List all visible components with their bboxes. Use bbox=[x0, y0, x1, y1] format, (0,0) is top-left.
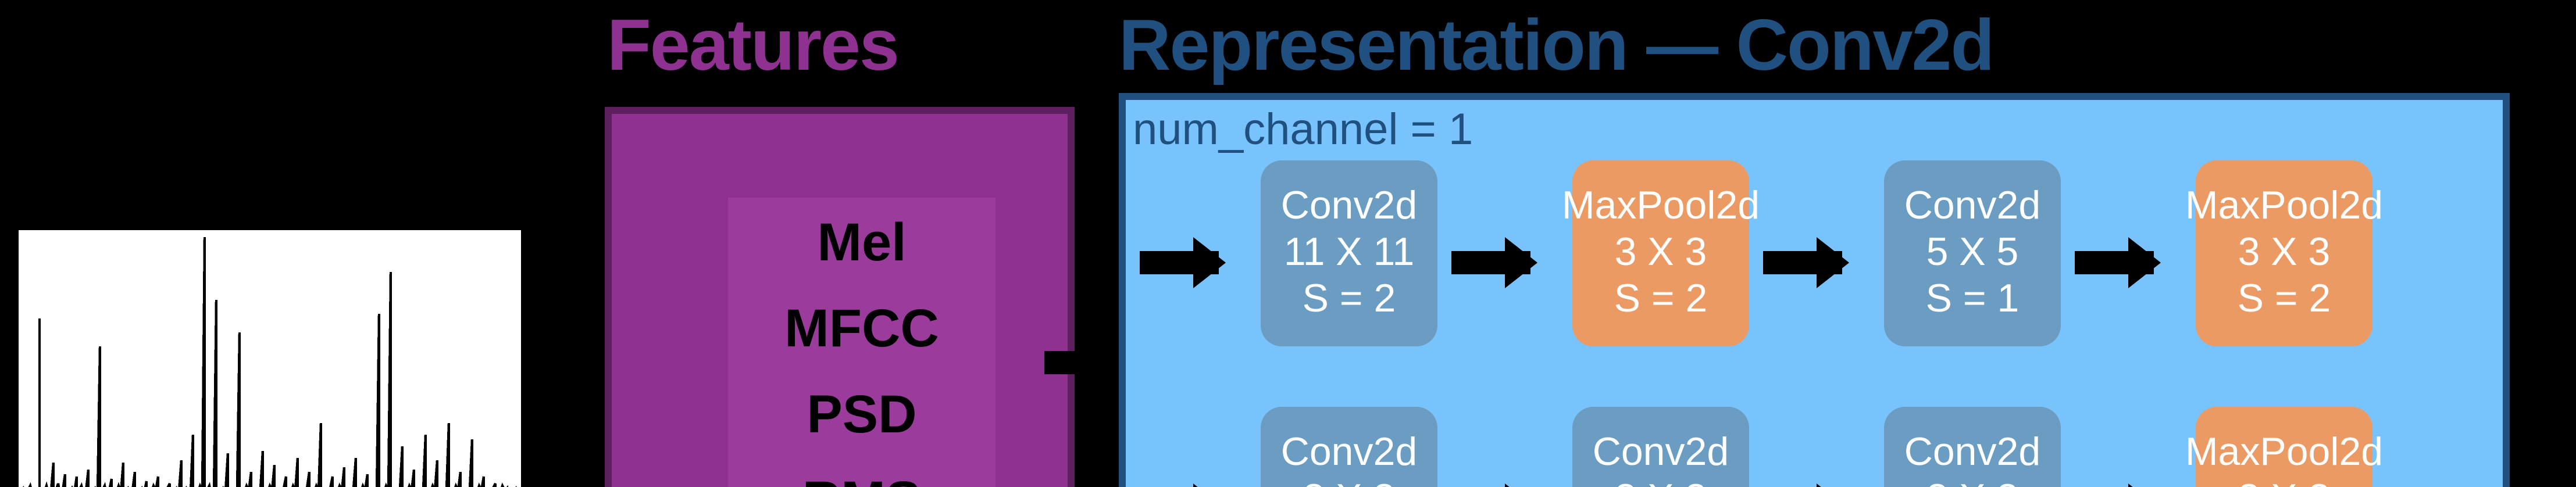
waveform-plot bbox=[22, 237, 518, 487]
feature-item-mel: Mel bbox=[817, 212, 907, 272]
node-row2-maxpool2d[interactable]: MaxPool2d 3 X 3 S = 2 bbox=[2185, 407, 2383, 487]
node-row2-conv2d-2[interactable]: Conv2d 3 X 3 S = 1 bbox=[1572, 407, 1749, 487]
arrow-row1-2 bbox=[1763, 251, 1842, 274]
arrow-row1-1 bbox=[1451, 251, 1530, 274]
feature-item-rms: RMS bbox=[728, 473, 996, 487]
features-title: Features bbox=[607, 5, 900, 86]
representation-title: Representation — Conv2d bbox=[1119, 5, 1995, 86]
node-row1-conv2d-5x5[interactable]: Conv2d 5 X 5 S = 1 bbox=[1884, 160, 2061, 346]
node-row1-maxpool2d-1[interactable]: MaxPool2d 3 X 3 S = 2 bbox=[1562, 160, 1760, 346]
arrow-row1-in bbox=[1140, 251, 1219, 274]
node-row1-conv2d-11x11[interactable]: Conv2d 11 X 11 S = 2 bbox=[1261, 160, 1437, 346]
arrow-input-to-features bbox=[540, 351, 591, 374]
connector-features-to-representation bbox=[1044, 351, 1119, 374]
feature-item-mfcc: MFCC bbox=[784, 298, 939, 358]
node-row2-conv2d-1[interactable]: Conv2d 3 X 3 S = 1 bbox=[1261, 407, 1437, 487]
audio-waveform-panel bbox=[19, 230, 521, 487]
node-row1-maxpool2d-2[interactable]: MaxPool2d 3 X 3 S = 2 bbox=[2185, 160, 2383, 346]
num-channel-label: num_channel = 1 bbox=[1133, 107, 1473, 156]
arrow-row1-3 bbox=[2075, 251, 2154, 274]
features-box: Mel MFCC PSD RMS 82 x 500 bbox=[605, 107, 1075, 487]
feature-item-psd: PSD bbox=[807, 384, 917, 444]
features-list: Mel MFCC PSD RMS bbox=[728, 198, 996, 487]
representation-panel: num_channel = 1 Conv2d 11 X 11 S = 2 Max… bbox=[1119, 93, 2510, 487]
node-row2-conv2d-3[interactable]: Conv2d 3 X 3 S = 1 bbox=[1884, 407, 2061, 487]
